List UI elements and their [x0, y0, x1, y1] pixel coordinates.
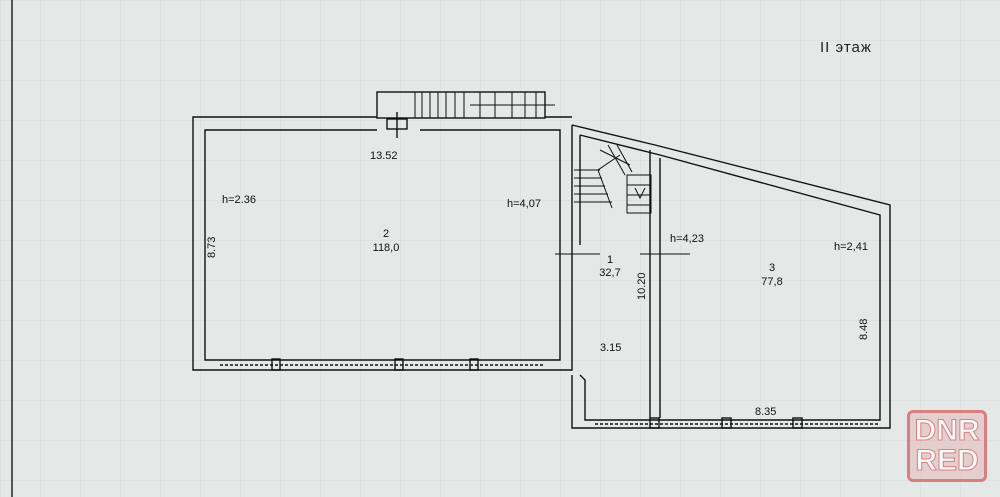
- room2-width: 13.52: [370, 150, 398, 162]
- room1-length: 10.20: [636, 272, 648, 300]
- room3-height-left: h=4,23: [670, 233, 704, 245]
- room1-area: 32,7: [599, 267, 620, 279]
- room1-height: h=4,07: [507, 198, 541, 210]
- room2-number: 2: [383, 228, 389, 240]
- watermark-line1: DNR: [914, 414, 980, 447]
- watermark-line2: RED: [915, 444, 979, 477]
- room1-number: 1: [607, 254, 613, 266]
- floor-title: II этаж: [820, 39, 872, 56]
- room3-length: 8.48: [858, 319, 870, 340]
- room3-height-right: h=2,41: [834, 241, 868, 253]
- walls: [192, 91, 891, 429]
- room1-width: 3.15: [600, 342, 621, 354]
- room3-width: 8.35: [755, 406, 776, 418]
- room2-height: h=2.36: [222, 194, 256, 206]
- room2-area: 118,0: [373, 242, 400, 254]
- watermark-logo: DNR RED: [907, 410, 987, 482]
- room2-length: 8.73: [206, 237, 218, 258]
- room3-area: 77,8: [761, 276, 782, 288]
- room3-number: 3: [769, 262, 775, 274]
